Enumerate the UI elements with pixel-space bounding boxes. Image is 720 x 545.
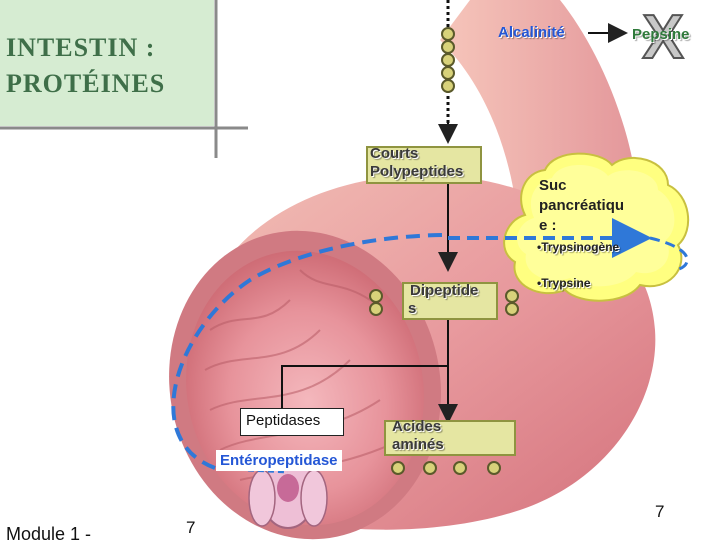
- acides-amines-box: Acides aminés: [384, 418, 516, 456]
- peptidases-label: Peptidases: [246, 412, 321, 429]
- courts-polypeptides-line1: Courts: [370, 145, 419, 162]
- module-label: Module 1 -: [6, 524, 92, 544]
- pepsine-label: Pepsine: [632, 26, 690, 43]
- acides-line1: Acides: [392, 418, 442, 435]
- enteropeptidase-dashed-path: [171, 233, 449, 470]
- amino-acids-scattered: [391, 461, 501, 475]
- page-number-right: 7: [655, 502, 665, 521]
- trypsinogene-label: •Trypsinogène: [537, 240, 620, 254]
- dipeptide-chain-right: [505, 289, 519, 316]
- peptidases-box: Peptidases: [240, 408, 344, 436]
- acides-line2: aminés: [392, 436, 444, 453]
- enteropeptidase-link: [247, 468, 289, 474]
- page-title: INTESTIN : PROTÉINES: [6, 30, 165, 102]
- alcalinite-label: Alcalinité: [498, 24, 565, 41]
- dipeptides-line2: s: [408, 300, 417, 317]
- suc-line3: e :: [539, 217, 557, 234]
- page-number-left: 7: [186, 518, 196, 537]
- trypsine-label: •Trypsine: [537, 276, 591, 290]
- suc-line1: Suc: [539, 177, 567, 194]
- amino-acid-chain-top: [441, 27, 455, 93]
- suc-line2: pancréatiqu: [539, 197, 625, 214]
- courts-polypeptides-box: Courts Polypeptides: [366, 145, 482, 184]
- title-box: [0, 0, 214, 126]
- title-frame: [0, 0, 248, 158]
- villi-cells: [248, 451, 328, 529]
- dipeptides-box: Dipeptide s: [402, 282, 498, 320]
- title-line-1: INTESTIN :: [6, 33, 156, 62]
- courts-polypeptides-line2: Polypeptides: [370, 163, 464, 180]
- enteropeptidase-label: Entéropeptidase: [216, 450, 342, 471]
- dipeptides-line1: Dipeptide: [410, 282, 479, 299]
- x-mark: X: [642, 3, 683, 72]
- title-line-2: PROTÉINES: [6, 69, 166, 98]
- suc-pancreatique-label: Suc pancréatiqu e :: [539, 176, 624, 236]
- dipeptide-chain-left: [369, 289, 383, 316]
